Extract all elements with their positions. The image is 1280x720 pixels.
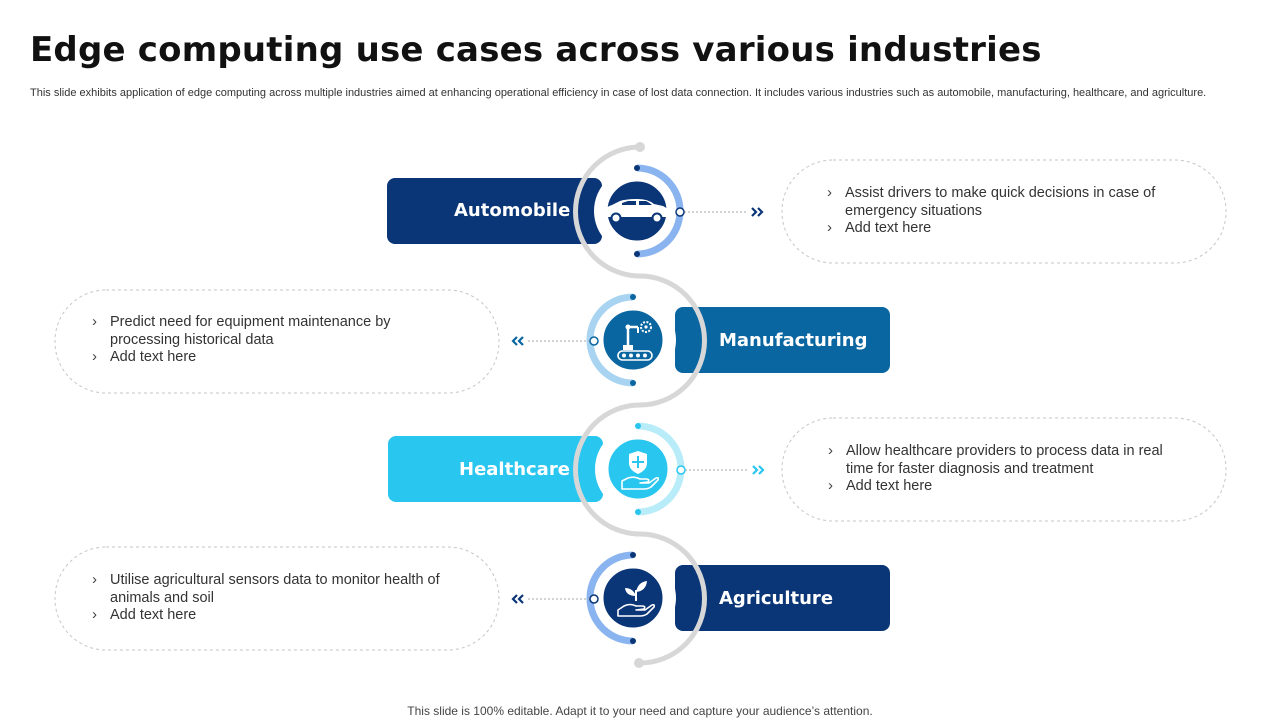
label-bar-healthcare bbox=[388, 436, 603, 502]
description-box-agriculture bbox=[54, 546, 500, 651]
connector-start-dot bbox=[635, 142, 645, 152]
car-icon bbox=[606, 199, 668, 224]
industry-label-automobile: Automobile bbox=[454, 200, 571, 221]
chevron-right-icon bbox=[752, 465, 765, 475]
chevron-left-icon bbox=[511, 336, 524, 346]
description-box-healthcare bbox=[781, 417, 1227, 522]
node-healthcare bbox=[595, 422, 685, 516]
page-subtitle: This slide exhibits application of edge … bbox=[30, 87, 1207, 99]
node-manufacturing bbox=[586, 293, 676, 387]
bullet-point: Utilise agricultural sensors data to mon… bbox=[90, 571, 450, 607]
chevron-left-icon bbox=[511, 594, 524, 604]
bullet-point: Add text here bbox=[90, 606, 450, 625]
bullet-point: Add text here bbox=[90, 348, 430, 367]
connector-end-dot bbox=[634, 658, 644, 668]
node-agriculture bbox=[586, 551, 676, 645]
serpentine-connector bbox=[573, 144, 707, 666]
description-box-manufacturing bbox=[54, 289, 500, 394]
description-healthcare: Allow healthcare providers to process da… bbox=[826, 442, 1176, 496]
chevron-right-icon bbox=[751, 207, 764, 217]
footer-note: This slide is 100% editable. Adapt it to… bbox=[407, 704, 873, 718]
robot-arm-conveyor-icon bbox=[617, 321, 653, 361]
industry-label-healthcare: Healthcare bbox=[459, 459, 570, 480]
bullet-point: Assist drivers to make quick decisions i… bbox=[825, 184, 1175, 220]
description-box-automobile bbox=[781, 159, 1227, 264]
label-bar-manufacturing bbox=[675, 307, 890, 373]
bullet-point: Add text here bbox=[826, 477, 1176, 496]
page-title: Edge computing use cases across various … bbox=[30, 30, 1042, 70]
industry-label-manufacturing: Manufacturing bbox=[719, 330, 868, 351]
node-automobile bbox=[594, 164, 684, 258]
description-manufacturing: Predict need for equipment maintenance b… bbox=[90, 313, 430, 367]
label-bar-agriculture bbox=[675, 565, 890, 631]
industry-label-agriculture: Agriculture bbox=[719, 588, 834, 609]
plant-hand-icon bbox=[617, 581, 656, 617]
bullet-point: Predict need for equipment maintenance b… bbox=[90, 313, 430, 349]
description-agriculture: Utilise agricultural sensors data to mon… bbox=[90, 571, 450, 625]
bullet-point: Add text here bbox=[825, 219, 1175, 238]
description-automobile: Assist drivers to make quick decisions i… bbox=[825, 184, 1175, 238]
shield-hand-icon bbox=[621, 451, 660, 490]
label-bar-automobile bbox=[387, 178, 602, 244]
bullet-point: Allow healthcare providers to process da… bbox=[826, 442, 1176, 478]
